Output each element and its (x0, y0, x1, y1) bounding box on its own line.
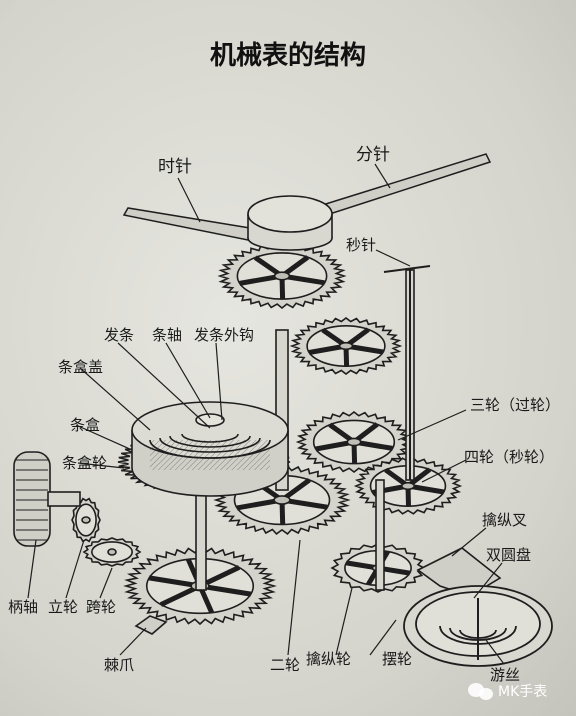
ratchet-wheel (123, 546, 277, 626)
label-double-roller: 双圆盘 (486, 546, 531, 564)
crown (13, 451, 81, 547)
label-barrel: 条盒 (70, 416, 100, 434)
label-second-hand: 秒针 (346, 236, 376, 254)
label-crown-wheel: 立轮 (48, 598, 78, 616)
escape-arbor (375, 479, 385, 591)
leader-lines (27, 163, 505, 665)
label-transmission-wheel: 跨轮 (86, 598, 116, 616)
label-second-wheel: 二轮 (270, 656, 300, 674)
wechat-icon (468, 683, 493, 700)
diagram-title: 机械表的结构 (210, 40, 366, 71)
label-balance-wheel: 摆轮 (382, 650, 412, 668)
center-wheel (217, 242, 347, 310)
ratchet-click (134, 615, 168, 635)
watermark-text: MK手表 (498, 684, 547, 700)
hour-hand (122, 207, 251, 241)
label-minute-hand: 分针 (356, 145, 390, 165)
label-hairspring: 游丝 (490, 666, 520, 684)
label-third-wheel: 三轮（过轮） (470, 396, 560, 414)
label-escape-wheel: 擒纵轮 (306, 650, 351, 668)
mainspring-barrel (131, 401, 289, 497)
label-mainspring: 发条 (104, 326, 134, 344)
third-wheel-gear (289, 317, 403, 375)
label-fourth-wheel: 四轮（秒轮） (464, 448, 554, 466)
transmission-wheel-gear (82, 537, 142, 567)
label-mainspring-hook: 发条外钩 (194, 326, 254, 344)
second-hand (383, 265, 431, 480)
label-barrel-wheel: 条盒轮 (62, 454, 107, 472)
crown-wheel-gear (71, 497, 101, 543)
center-hub (247, 195, 333, 251)
label-barrel-cover: 条盒盖 (58, 358, 103, 376)
label-barrel-arbor: 条轴 (152, 326, 182, 344)
label-pallet-fork: 擒纵叉 (482, 511, 527, 529)
watermark: MK手表 (468, 683, 547, 700)
label-crown-stem: 柄轴 (8, 598, 38, 616)
third-wheel-lower (295, 410, 413, 474)
label-hour-hand: 时针 (158, 157, 192, 177)
barrel-arbor-shaft (195, 494, 207, 591)
balance-wheel (403, 585, 553, 667)
label-ratchet-click: 棘爪 (104, 656, 134, 674)
